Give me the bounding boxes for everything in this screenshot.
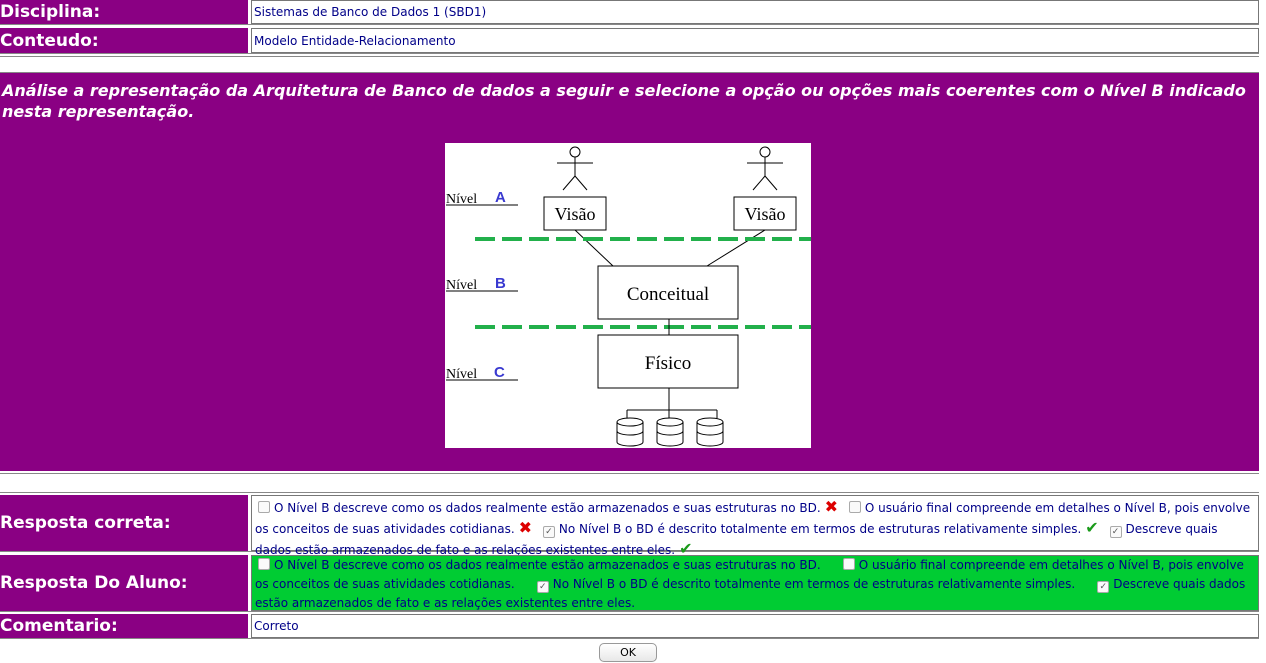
option-text: O Nível B descreve como os dados realmen… [274, 501, 821, 515]
svg-text:Nível: Nível [446, 367, 477, 382]
user-icon [557, 146, 593, 191]
question-text: Análise a representação da Arquitetura d… [2, 81, 1246, 121]
architecture-diagram: Nível A Nível B Nível C [445, 143, 811, 448]
conteudo-row: Conteudo: Modelo Entidade-Relacionamento [0, 28, 1259, 54]
fisico-label: Físico [645, 353, 691, 374]
wrong-icon: ✖ [824, 497, 839, 516]
comentario-value: Correto [251, 614, 1259, 638]
svg-text:Nível: Nível [446, 278, 477, 293]
option-text: Descreve quais dados estão armazenados d… [255, 522, 1218, 557]
conteudo-label: Conteudo: [0, 28, 248, 53]
user-icon [747, 146, 783, 191]
database-icon [656, 417, 684, 447]
comentario-label: Comentario: [0, 614, 248, 638]
svg-text:Nível: Nível [446, 192, 477, 207]
option-text: O usuário final compreende em detalhes o… [255, 558, 1244, 591]
question-panel: Análise a representação da Arquitetura d… [0, 73, 1259, 471]
visao-box [733, 196, 797, 231]
disciplina-value: Sistemas de Banco de Dados 1 (SBD1) [251, 0, 1259, 24]
spacer [0, 56, 1259, 73]
svg-text:A: A [495, 189, 506, 206]
conceitual-box [597, 265, 739, 320]
level-c-label: Nível C [446, 364, 518, 382]
disciplina-row: Disciplina: Sistemas de Banco de Dados 1… [0, 0, 1259, 25]
resposta-correta-label: Resposta correta: [0, 495, 248, 551]
level-b-label: Nível B [446, 275, 518, 293]
option-checkbox[interactable]: ✓ [542, 526, 555, 538]
option-text: O Nível B descreve como os dados realmen… [274, 558, 821, 572]
resposta-aluno-label: Resposta Do Aluno: [0, 555, 248, 611]
correct-icon: ✔ [679, 539, 693, 558]
resposta-correta-options: O Nível B descreve como os dados realmen… [251, 495, 1259, 558]
option-text: O usuário final compreende em detalhes o… [255, 501, 1251, 536]
option-checkbox[interactable]: ✓ [1097, 581, 1110, 593]
option-checkbox[interactable] [848, 501, 861, 513]
svg-text:B: B [495, 275, 506, 292]
option-text: No Nível B o BD é descrito totalmente em… [558, 522, 1082, 536]
resposta-correta-row: Resposta correta: O Nível B descreve com… [0, 495, 1259, 558]
ok-button[interactable]: OK [599, 643, 657, 662]
resposta-aluno-options: O Nível B descreve como os dados realmen… [251, 555, 1259, 611]
spacer [0, 473, 1259, 493]
database-icon [696, 417, 724, 447]
database-icon [616, 417, 644, 447]
wrong-icon: ✖ [518, 518, 533, 537]
visao-label: Visão [555, 204, 596, 224]
visao-label: Visão [745, 204, 786, 224]
disciplina-label: Disciplina: [0, 0, 248, 24]
fisico-box [597, 334, 739, 389]
option-checkbox[interactable]: ✓ [536, 581, 549, 593]
correct-icon: ✔ [1085, 518, 1099, 537]
conceitual-label: Conceitual [627, 284, 709, 305]
svg-text:C: C [494, 364, 505, 381]
option-text: Descreve quais dados estão armazenados d… [255, 577, 1246, 610]
visao-box [543, 196, 607, 231]
comentario-row: Comentario: Correto [0, 614, 1259, 639]
option-text: No Nível B o BD é descrito totalmente em… [552, 577, 1076, 591]
conteudo-value: Modelo Entidade-Relacionamento [251, 28, 1259, 53]
option-checkbox[interactable]: ✓ [1109, 526, 1122, 538]
option-checkbox[interactable] [258, 501, 270, 513]
resposta-aluno-row: Resposta Do Aluno: O Nível B descreve co… [0, 555, 1259, 612]
option-checkbox[interactable] [842, 558, 855, 570]
option-checkbox[interactable] [258, 558, 270, 570]
level-a-label: Nível A [446, 189, 518, 207]
